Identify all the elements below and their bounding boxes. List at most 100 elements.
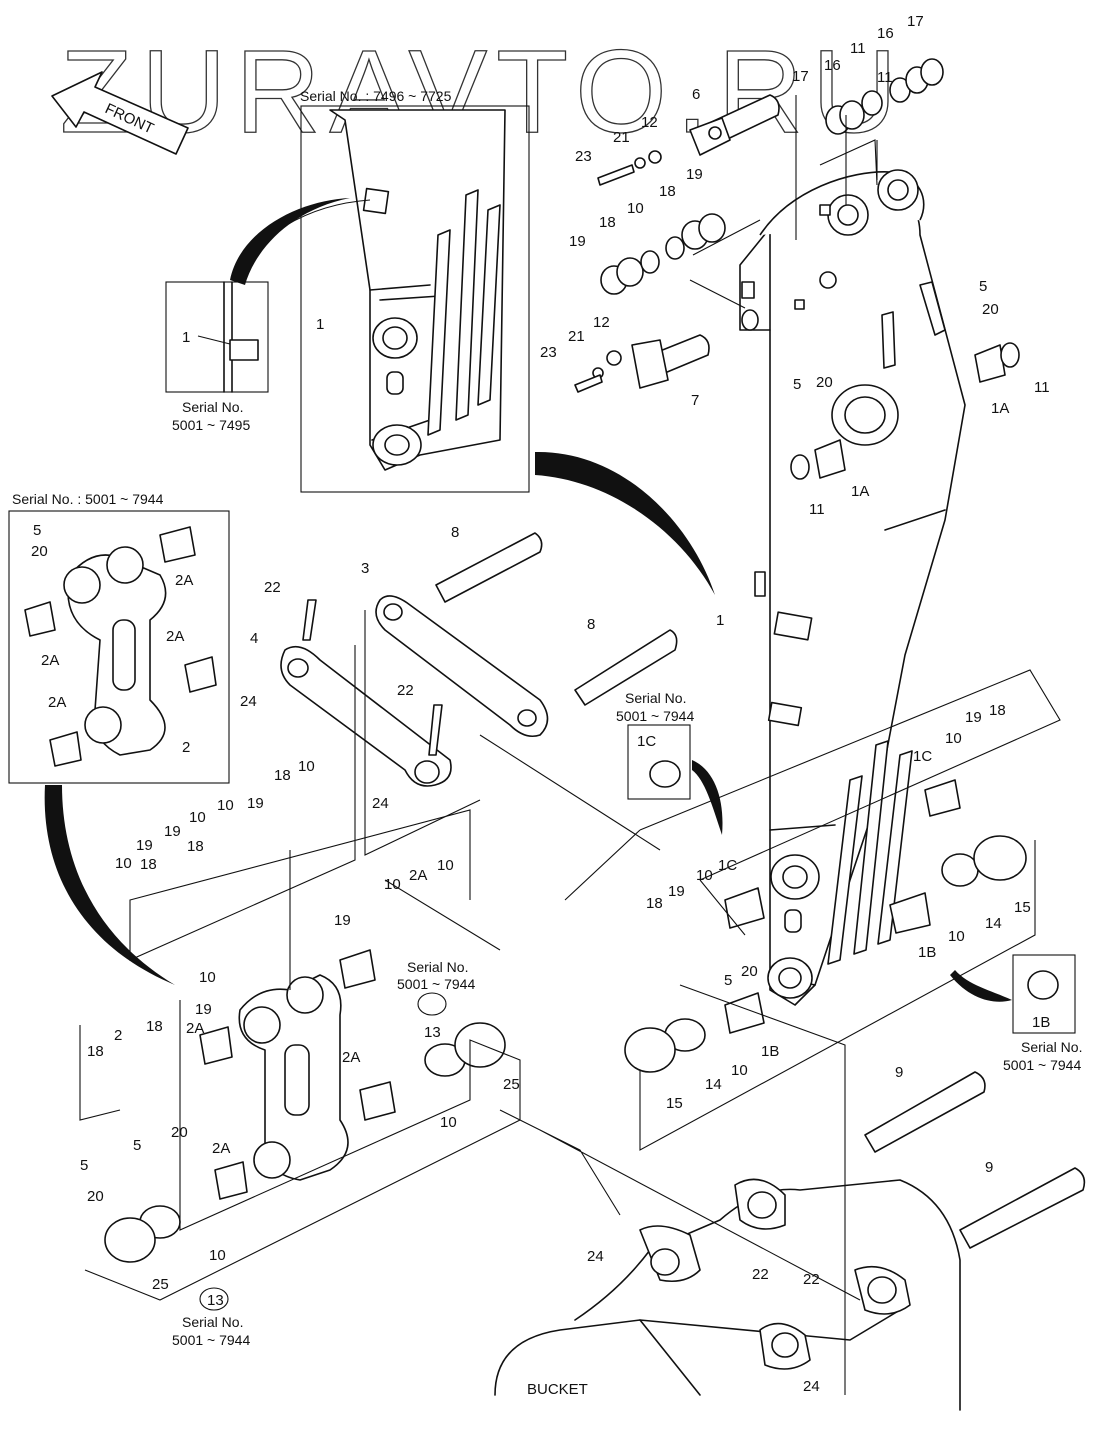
bushing-1b-label: 1B bbox=[1032, 1014, 1050, 1031]
callout-number: 12 bbox=[593, 314, 610, 331]
callout-number: 18 bbox=[274, 767, 291, 784]
callout-number: 24 bbox=[587, 1248, 604, 1265]
callout-number: 22 bbox=[752, 1266, 769, 1283]
callout-number: 25 bbox=[152, 1276, 169, 1293]
callout-number: 10 bbox=[298, 758, 315, 775]
bushing-1c-box: 1C Serial No. 5001 ~ 7944 bbox=[616, 690, 694, 800]
callout-number: 19 bbox=[965, 709, 982, 726]
bushing-1c-label: 1C bbox=[637, 733, 656, 750]
callout-number: 5 bbox=[724, 972, 732, 989]
bucket-label: BUCKET bbox=[527, 1381, 588, 1398]
front-arrow-icon: FRONT bbox=[51, 71, 189, 155]
callout-number: 3 bbox=[361, 560, 369, 577]
callout-number: 9 bbox=[985, 1159, 993, 1176]
callout-number: 19 bbox=[668, 883, 685, 900]
callout-number: 20 bbox=[87, 1188, 104, 1205]
callout-number: 18 bbox=[140, 856, 157, 873]
callout-number: 5 bbox=[133, 1137, 141, 1154]
callout-number: 10 bbox=[115, 855, 132, 872]
callout-number: 8 bbox=[451, 524, 459, 541]
callout-number: 10 bbox=[696, 867, 713, 884]
callout-number: 23 bbox=[540, 344, 557, 361]
arm-lower-bushings bbox=[624, 779, 1027, 1073]
callout-number: 9 bbox=[895, 1064, 903, 1081]
callout-number: 5 bbox=[80, 1157, 88, 1174]
callout-number: 10 bbox=[189, 809, 206, 826]
callout-number: 11 bbox=[809, 501, 825, 518]
leader-lines bbox=[79, 95, 1061, 1395]
callout-number: 19 bbox=[164, 823, 181, 840]
arm-inset-box: 1 Serial No. 5001 ~ 7495 bbox=[165, 281, 269, 433]
callout-number: 24 bbox=[372, 795, 389, 812]
callout-number: 21 bbox=[613, 129, 630, 146]
callout-number: 15 bbox=[1014, 899, 1031, 916]
callout-number: 14 bbox=[985, 915, 1002, 932]
callout-number: 18 bbox=[146, 1018, 163, 1035]
bolts-22 bbox=[302, 599, 443, 756]
link-shims-serial-range: 5001 ~ 7944 bbox=[397, 976, 475, 992]
callout-number: 19 bbox=[334, 912, 351, 929]
callout-number: 18 bbox=[989, 702, 1006, 719]
callout-number: 1A bbox=[851, 483, 869, 500]
callout-number: 10 bbox=[945, 730, 962, 747]
callout-number: 2A bbox=[175, 572, 193, 589]
callout-number: 2 bbox=[114, 1027, 122, 1044]
callout-number: 10 bbox=[384, 876, 401, 893]
callout-number: 10 bbox=[948, 928, 965, 945]
callout-number: 1B bbox=[761, 1043, 779, 1060]
callout-number: 1C bbox=[913, 748, 932, 765]
bushing-1c-serial-range: 5001 ~ 7944 bbox=[616, 708, 694, 724]
callout-number: 16 bbox=[877, 25, 894, 42]
callout-number: 12 bbox=[641, 114, 658, 131]
bottom-shims-serial-range: 5001 ~ 7944 bbox=[172, 1332, 250, 1348]
callout-number: 23 bbox=[575, 148, 592, 165]
callout-number: 22 bbox=[264, 579, 281, 596]
callout-number: 10 bbox=[731, 1062, 748, 1079]
callout-number: 10 bbox=[437, 857, 454, 874]
callout-number: 24 bbox=[803, 1378, 820, 1395]
callout-number: 18 bbox=[646, 895, 663, 912]
arm-inset-serial-title: Serial No. bbox=[182, 399, 243, 415]
callout-number: 20 bbox=[741, 963, 758, 980]
callout-number: 1 bbox=[716, 612, 724, 629]
main-arm-part-1 bbox=[739, 169, 966, 1006]
callout-number: 20 bbox=[31, 543, 48, 560]
callout-number: 10 bbox=[209, 1247, 226, 1264]
callout-number: 21 bbox=[568, 328, 585, 345]
callout-number: 19 bbox=[686, 166, 703, 183]
svg-text:1: 1 bbox=[182, 329, 190, 346]
callout-number: 2 bbox=[182, 739, 190, 756]
bushing-1c-serial-title: Serial No. bbox=[625, 690, 686, 706]
link-shims-serial-title: Serial No. bbox=[407, 959, 468, 975]
bushing-1b-serial-range: 5001 ~ 7944 bbox=[1003, 1057, 1081, 1073]
callout-number: 24 bbox=[240, 693, 257, 710]
callout-number: 20 bbox=[171, 1124, 188, 1141]
callout-number: 2A bbox=[48, 694, 66, 711]
pin-6 bbox=[689, 94, 780, 156]
callout-number: 5 bbox=[793, 376, 801, 393]
callout-number: 2A bbox=[342, 1049, 360, 1066]
callout-number: 16 bbox=[824, 57, 841, 74]
callout-number: 18 bbox=[87, 1043, 104, 1060]
callout-number: 1C bbox=[718, 857, 737, 874]
link-serial-box: Serial No. : 5001 ~ 7944 bbox=[8, 491, 230, 784]
bushing-1b-box: 1B Serial No. 5001 ~ 7944 bbox=[1003, 954, 1082, 1073]
link-2-exploded bbox=[104, 949, 506, 1263]
callout-number: 15 bbox=[666, 1095, 683, 1112]
callout-number: 18 bbox=[659, 183, 676, 200]
callout-number: 25 bbox=[503, 1076, 520, 1093]
callout-number: 17 bbox=[792, 68, 809, 85]
callout-number: 2A bbox=[166, 628, 184, 645]
link-serial-label: Serial No. : 5001 ~ 7944 bbox=[12, 491, 164, 507]
callout-number: 11 bbox=[877, 69, 893, 86]
callout-number: 10 bbox=[627, 200, 644, 217]
callout-number: 2A bbox=[186, 1020, 204, 1037]
callout-number: 20 bbox=[816, 374, 833, 391]
callout-number: 22 bbox=[397, 682, 414, 699]
arm-serial-label: Serial No. : 7496 ~ 7725 bbox=[300, 88, 452, 104]
bucket: BUCKET bbox=[494, 1071, 1086, 1411]
callout-number: 22 bbox=[803, 1271, 820, 1288]
callout-number: 2A bbox=[212, 1140, 230, 1157]
